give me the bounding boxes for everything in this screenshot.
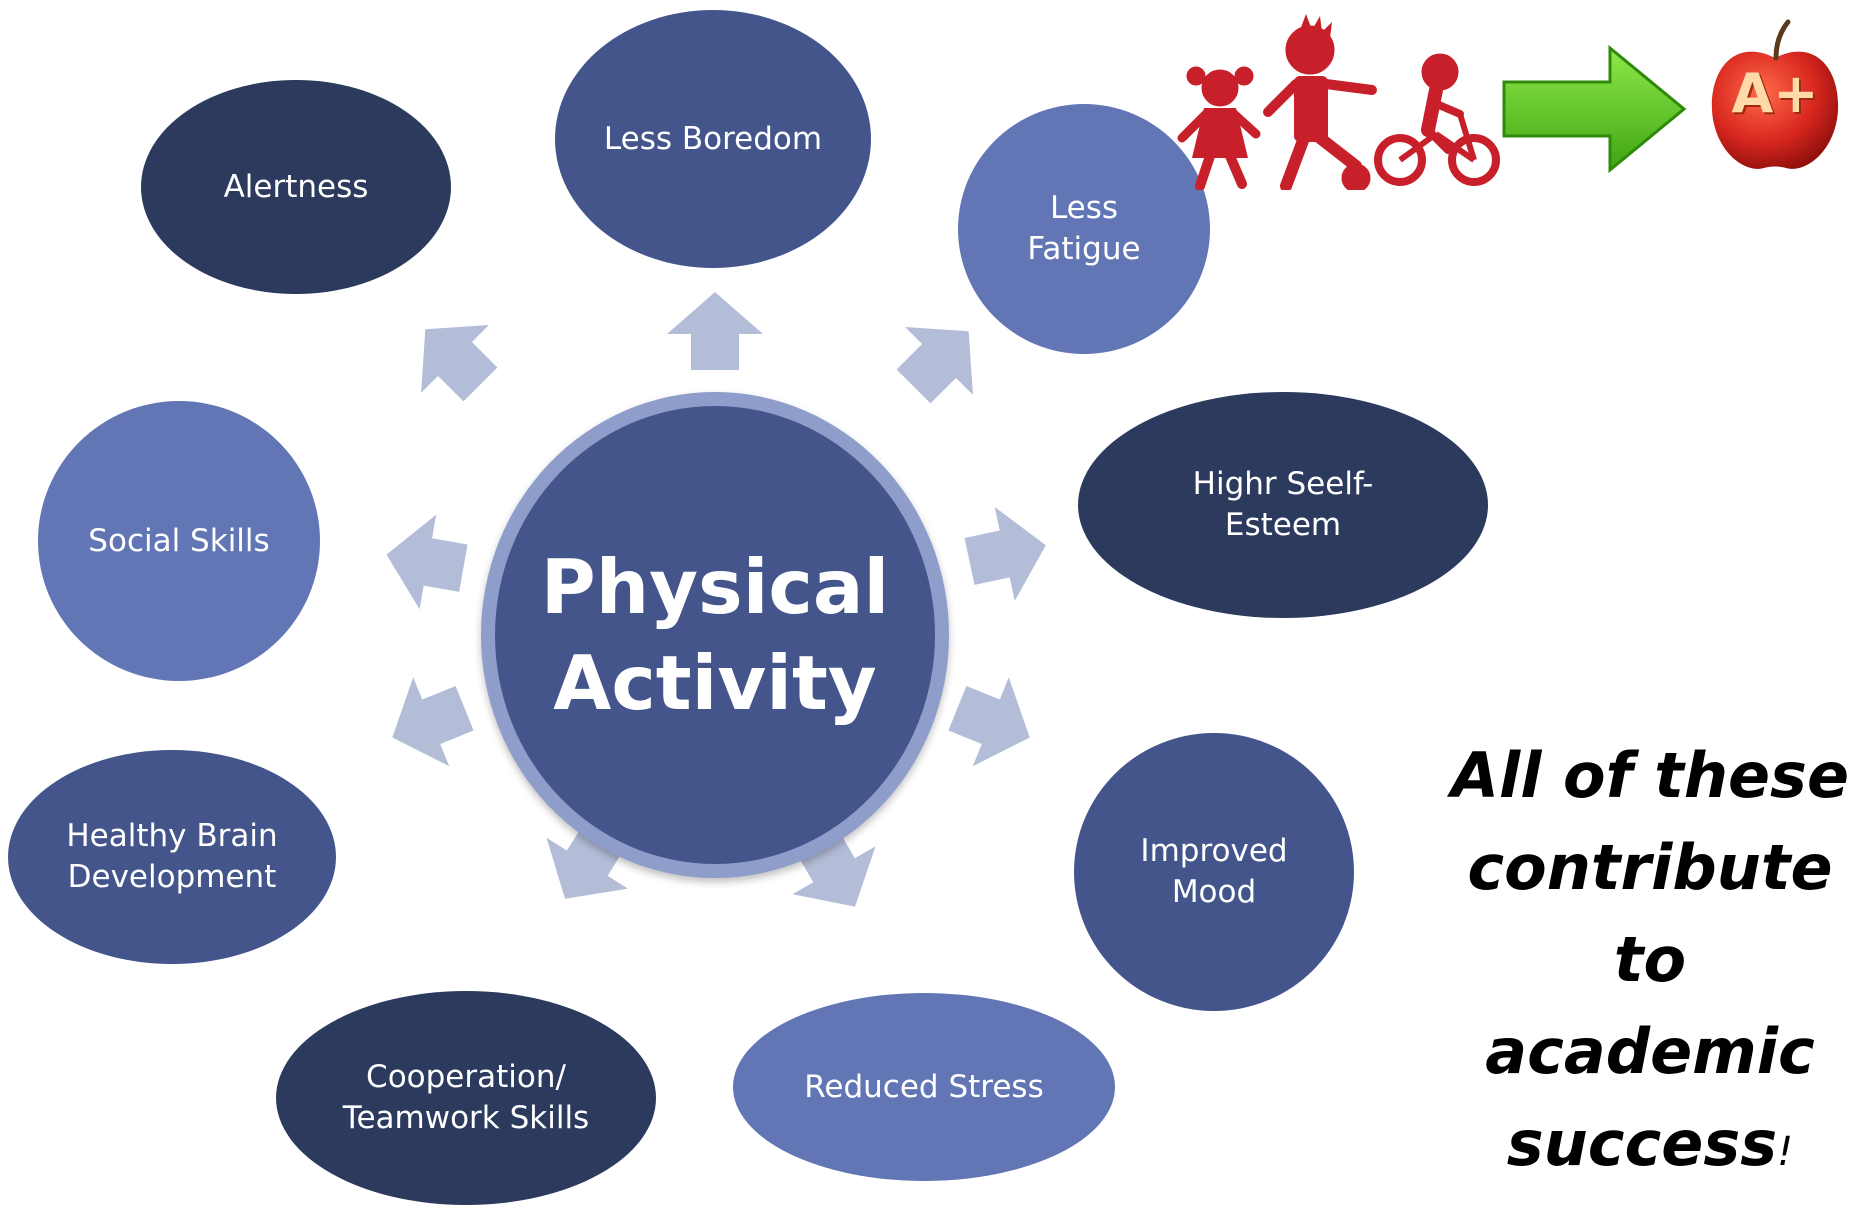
node-self-esteem-label: Highr Seelf- Esteem	[1192, 466, 1374, 543]
apple-a-plus-icon: A+	[1706, 18, 1844, 176]
arrow-to-alertness	[421, 325, 498, 402]
node-less-fatigue-label: Less Fatigue	[1027, 190, 1141, 267]
node-reduced-stress: Reduced Stress	[733, 993, 1115, 1181]
tagline-text: All of these contribute to academic succ…	[1450, 739, 1849, 1180]
node-social: Social Skills	[38, 401, 320, 681]
node-teamwork-label: Cooperation/ Teamwork Skills	[342, 1059, 590, 1136]
boy-kicking-icon	[1263, 14, 1377, 190]
node-alertness-label: Alertness	[223, 168, 369, 205]
node-brain-label: Healthy Brain Development	[66, 818, 278, 895]
node-less-fatigue: Less Fatigue	[958, 104, 1210, 354]
right-arrow-icon	[1502, 44, 1687, 174]
apple-shape	[1711, 19, 1839, 169]
kids-activity-clipart	[1177, 14, 1500, 190]
node-social-label: Social Skills	[88, 522, 270, 559]
node-teamwork: Cooperation/ Teamwork Skills	[276, 991, 656, 1205]
node-alertness: Alertness	[141, 80, 451, 294]
tagline-punctuation: !	[1777, 1129, 1794, 1175]
child-biking-icon	[1374, 53, 1500, 186]
arrow-to-improved-mood	[948, 677, 1030, 767]
girl-walking-icon	[1177, 66, 1261, 190]
arrow-to-self-esteem	[964, 506, 1046, 601]
arrow-to-brain	[392, 677, 474, 767]
tagline: All of these contribute to academic succ…	[1450, 730, 1850, 1198]
node-self-esteem: Highr Seelf- Esteem	[1078, 392, 1488, 618]
node-improved-mood: Improved Mood	[1074, 733, 1354, 1011]
node-less-boredom: Less Boredom	[555, 10, 871, 268]
node-less-boredom-label: Less Boredom	[603, 120, 823, 157]
arrow-to-social	[386, 514, 468, 610]
node-reduced-stress-label: Reduced Stress	[804, 1068, 1044, 1105]
hub-physical-activity: Physical Activity	[481, 392, 949, 878]
arrow-to-less-fatigue	[896, 327, 973, 404]
arrow-to-less-boredom	[667, 292, 763, 370]
apple-badge-text: A+	[1731, 62, 1819, 125]
node-brain: Healthy Brain Development	[8, 750, 336, 964]
node-improved-mood-label: Improved Mood	[1140, 833, 1288, 910]
hub-label: Physical Activity	[495, 406, 935, 864]
